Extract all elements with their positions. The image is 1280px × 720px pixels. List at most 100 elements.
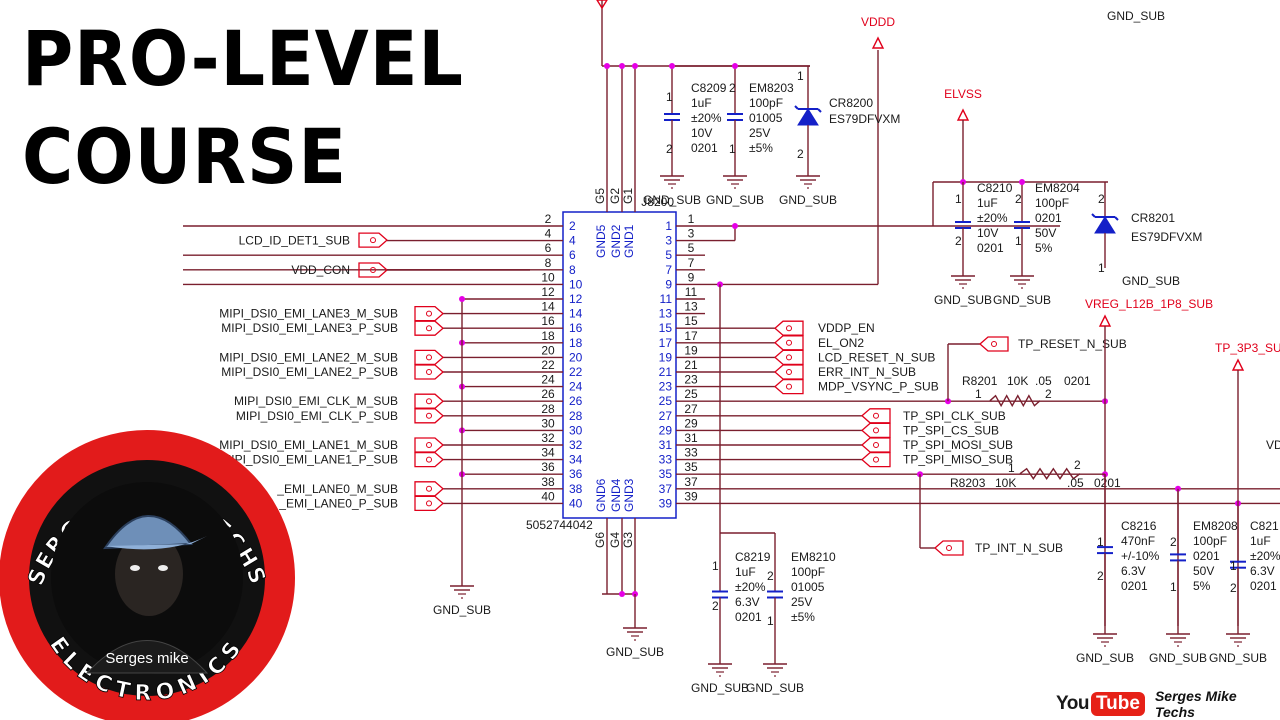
r8203-tol: .05 [1067, 476, 1084, 490]
youtube-you-text: You [1056, 693, 1089, 714]
spi-net-label: TP_SPI_CLK_SUB [903, 409, 1006, 423]
left-pin-number-inner: 12 [569, 292, 583, 306]
r8203-value: 10K [995, 476, 1016, 490]
offpage-connector [774, 349, 804, 366]
c8216-label-value-2: 6.3V [1121, 564, 1146, 578]
right-pin-number-inner: 5 [665, 248, 672, 262]
left-pin-number-inner: 14 [569, 307, 583, 321]
offpage-connector-dot [426, 398, 432, 405]
tp-int-label: TP_INT_N_SUB [975, 541, 1063, 555]
offpage-connector-dot [370, 237, 376, 244]
gnd-sub-label: GND_SUB [746, 681, 804, 695]
pin-number: 2 [666, 142, 673, 156]
left-net-label: MIPI_DSI0_EMI_LANE2_P_SUB [221, 365, 398, 379]
em8208-label-value-1: 0201 [1193, 549, 1220, 563]
left-pin-number-outer: 10 [541, 270, 555, 284]
gnd-sub-label: GND_SUB [433, 603, 491, 617]
gnd-sub-label: GND_SUB [1122, 274, 1180, 288]
gnd-sub-label: GND_SUB [934, 293, 992, 307]
right-pin-number-outer: 5 [688, 241, 695, 255]
c8216-label-value-1: +/-10% [1121, 549, 1160, 563]
logo-eye [130, 565, 140, 571]
offpage-connector [414, 349, 444, 366]
right-pin-number-outer: 15 [684, 314, 698, 328]
em8210-label-value-3: ±5% [791, 610, 815, 624]
left-pin-number-inner: 18 [569, 336, 583, 350]
left-pin-number-outer: 12 [541, 285, 555, 299]
c821-label-value-0: 1uF [1250, 534, 1271, 548]
junction-dot [732, 223, 738, 229]
junction-dot [632, 63, 638, 69]
right-pin-number-outer: 1 [688, 212, 695, 226]
offpage-connector [979, 336, 1009, 352]
headline-line-2: COURSE [22, 112, 348, 201]
connector-gnd-top-1: GND2 [609, 224, 623, 258]
pin-number: 1 [1097, 535, 1104, 549]
left-pin-number-inner: 40 [569, 496, 583, 510]
right-pin-number-inner: 1 [665, 219, 672, 233]
left-pin-number-outer: 36 [541, 460, 555, 474]
em8208-label-value-3: 5% [1193, 579, 1211, 593]
offpage-connector [414, 393, 444, 409]
left-pin-number-outer: 2 [545, 212, 552, 226]
offpage-connector-dot [786, 383, 792, 390]
offpage-connector-dot [873, 427, 879, 434]
cr8201-part: ES79DFVXM [1131, 230, 1202, 244]
right-pin-number-inner: 19 [659, 350, 673, 364]
pin-number: 2 [1170, 535, 1177, 549]
offpage-connector [774, 335, 804, 351]
left-net-label: _EMI_LANE0_P_SUB [278, 496, 398, 510]
pin-number: 1 [1015, 234, 1022, 248]
r8201-pkg: 0201 [1064, 374, 1091, 388]
right-pin-number-outer: 27 [684, 402, 698, 416]
right-pin-number-outer: 37 [684, 475, 698, 489]
pin-number: 2 [955, 234, 962, 248]
logo-cap-brim [105, 536, 207, 550]
spi-net-label: TP_SPI_MOSI_SUB [903, 438, 1013, 452]
right-pin-number-inner: 11 [660, 292, 673, 306]
em8204-label-value-3: 5% [1035, 241, 1053, 255]
right-pin-number-inner: 25 [659, 394, 673, 408]
offpage-connector [358, 262, 388, 278]
c8219-label-value-2: 6.3V [735, 595, 760, 609]
logo-cap [103, 515, 193, 550]
elvss-label: ELVSS [944, 87, 982, 101]
junction-dot [459, 296, 465, 302]
right-net-label: LCD_RESET_N_SUB [818, 350, 935, 364]
r8203-pin1: 1 [1008, 461, 1015, 475]
em8210-label-ref: EM8210 [791, 550, 836, 564]
connector-ref: J8200 [641, 195, 674, 209]
gnd-sub-label: GND_SUB [1076, 651, 1134, 665]
logo-ring [0, 430, 295, 720]
left-pin-number-inner: 32 [569, 438, 583, 452]
left-net-label: MIPI_DSI0_EMI_LANE2_M_SUB [219, 350, 398, 364]
offpage-connector-dot [873, 442, 879, 448]
left-pin-number-outer: 14 [541, 300, 555, 314]
offpage-connector-dot [426, 310, 432, 317]
offpage-connector [774, 364, 804, 380]
offpage-connector [414, 437, 444, 453]
r8201-tol: .05 [1035, 374, 1052, 388]
r8201-body [989, 394, 1041, 408]
gnd-sub-label: GND_SUB [1149, 651, 1207, 665]
c821-label-value-1: ±20% [1250, 549, 1280, 563]
left-net-label: _EMI_LANE0_M_SUB [276, 482, 398, 496]
offpage-connector [414, 408, 444, 424]
c8210-label-value-0: 1uF [977, 196, 998, 210]
junction-dot [669, 63, 675, 69]
connector-g-bottom-0: G6 [593, 532, 607, 548]
right-pin-number-inner: 7 [665, 263, 672, 277]
r8201-ref: R8201 [962, 374, 998, 388]
power-arrow [956, 108, 970, 121]
vreg-label: VREG_L12B_1P8_SUB [1085, 297, 1213, 311]
youtube-badge[interactable]: You Tube Serges Mike Techs [1056, 688, 1280, 720]
left-pin-number-outer: 26 [541, 387, 555, 401]
junction-dot [619, 63, 625, 69]
right-pin-number-inner: 9 [665, 277, 672, 291]
r8203-pin2: 2 [1074, 458, 1081, 472]
offpage-connector [414, 320, 444, 336]
left-pin-number-inner: 26 [569, 394, 583, 408]
left-pin-number-inner: 8 [569, 263, 576, 277]
connector-g-bottom-1: G4 [608, 532, 622, 548]
left-pin-number-inner: 38 [569, 482, 583, 496]
